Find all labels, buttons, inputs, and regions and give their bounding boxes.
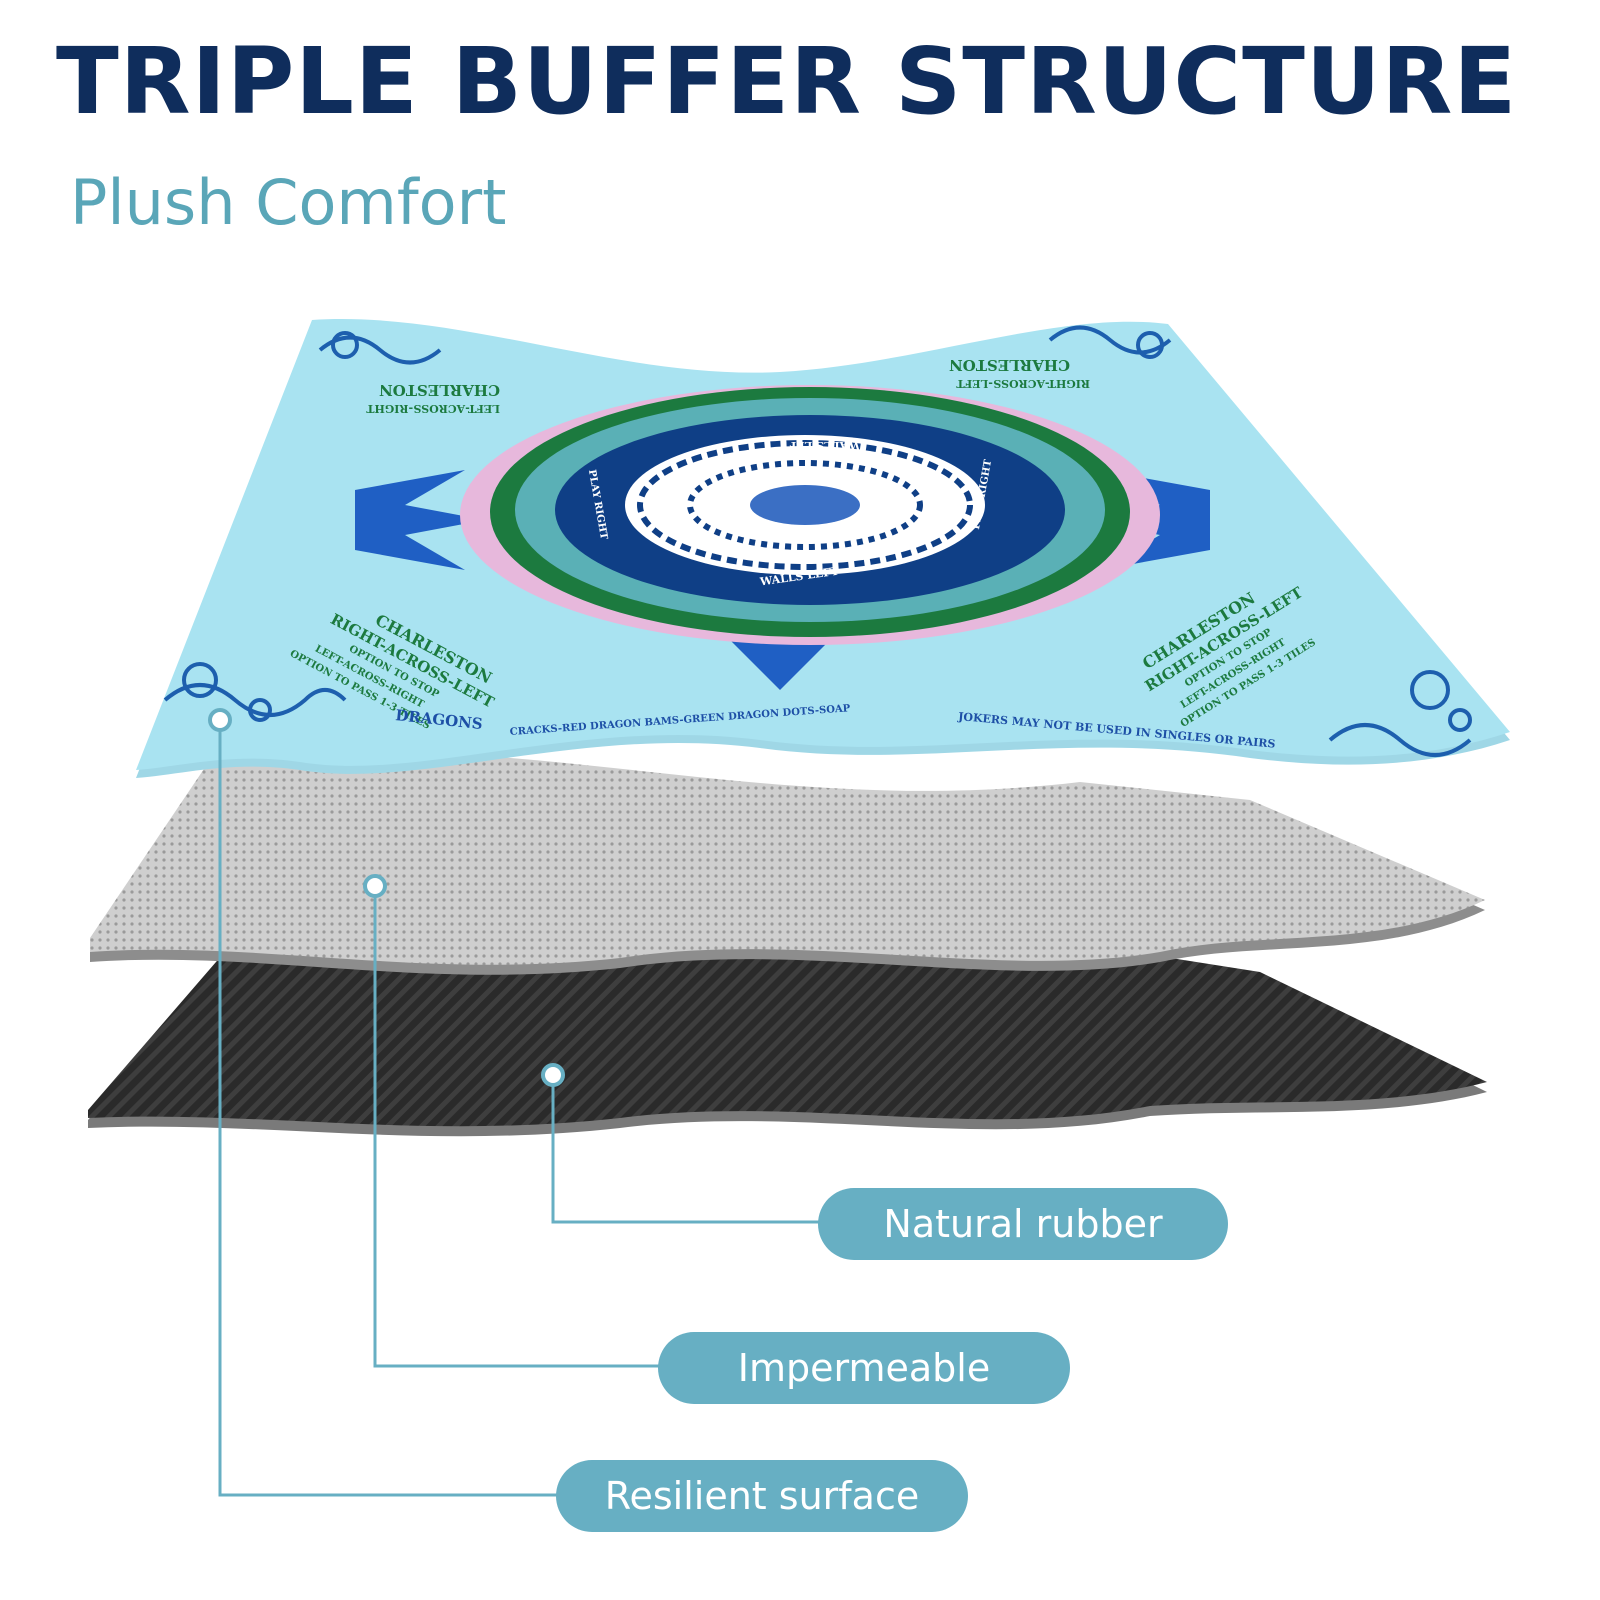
marker-impermeable bbox=[363, 874, 387, 898]
center-medallion bbox=[355, 385, 1210, 690]
leader-line-natural-rubber bbox=[551, 1075, 820, 1224]
mat-corner-tr-line1: CHARLESTON bbox=[949, 356, 1070, 374]
mat-corner-tl-line1: CHARLESTON bbox=[379, 381, 500, 399]
leader-line-resilient-surface bbox=[218, 720, 558, 1497]
leader-lines bbox=[218, 720, 820, 1497]
page-title: TRIPLE BUFFER STRUCTURE bbox=[56, 28, 1518, 135]
ornament-top-right bbox=[1048, 325, 1172, 359]
mat-corner-tr-line2: RIGHT-ACROSS-LEFT bbox=[955, 377, 1090, 390]
label-natural-rubber: Natural rubber bbox=[818, 1188, 1228, 1260]
marker-resilient-surface bbox=[208, 708, 232, 732]
resilient-surface-layer: CHARLESTON LEFT-ACROSS-RIGHT CHARLESTON … bbox=[136, 319, 1510, 778]
marker-natural-rubber bbox=[541, 1063, 565, 1087]
label-impermeable: Impermeable bbox=[658, 1332, 1070, 1404]
impermeable-layer bbox=[90, 751, 1485, 975]
ornament-bottom-right bbox=[1328, 670, 1472, 757]
ornament-bottom-left bbox=[163, 662, 347, 722]
label-resilient-surface: Resilient surface bbox=[556, 1460, 968, 1532]
page-subtitle: Plush Comfort bbox=[70, 166, 507, 239]
mat-corner-tl-line2: LEFT-ACROSS-RIGHT bbox=[365, 402, 500, 415]
mat-center-top-text: WALLS LEFT bbox=[779, 439, 860, 452]
ornament-top-left bbox=[318, 331, 442, 365]
leader-line-impermeable bbox=[373, 886, 660, 1368]
